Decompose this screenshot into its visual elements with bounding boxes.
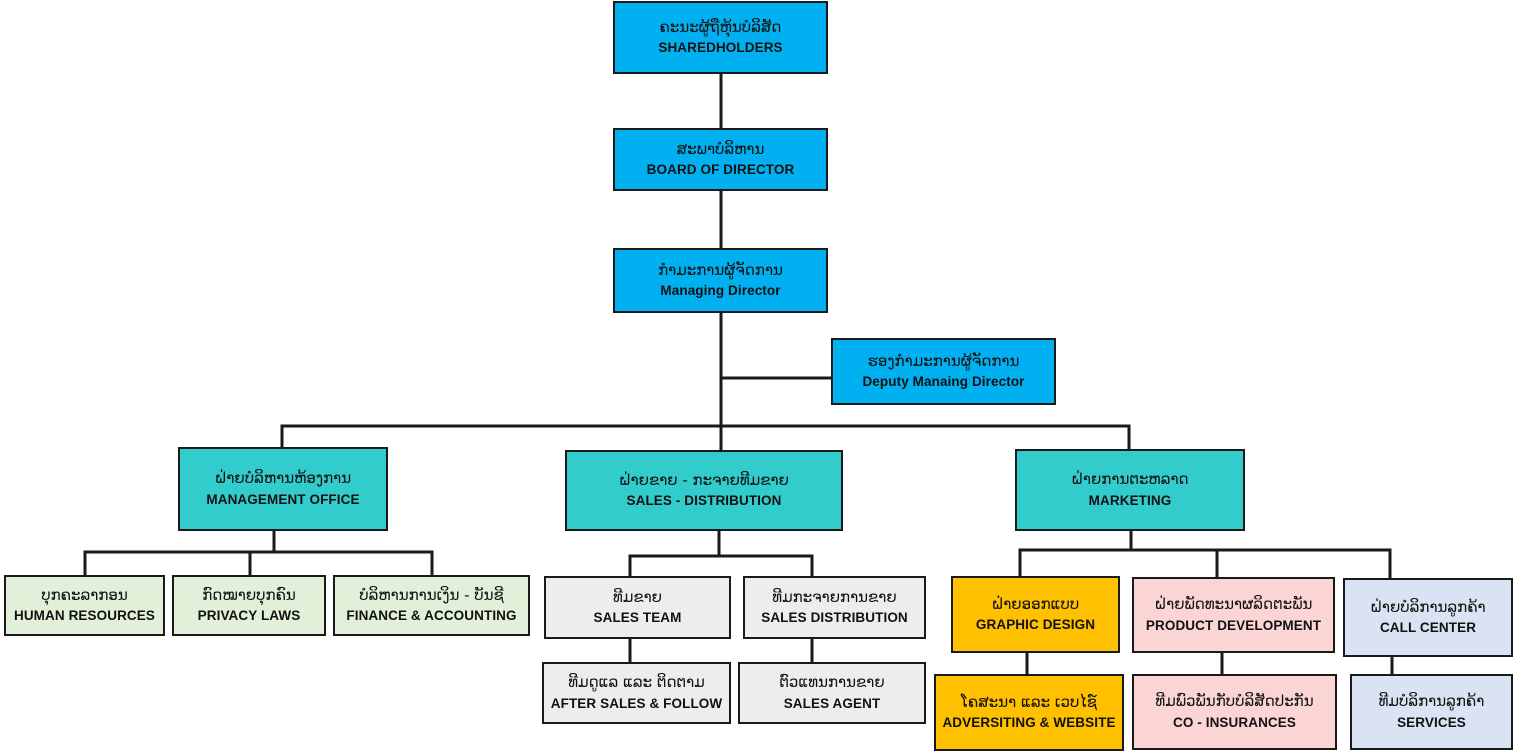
node-en-label: PRIVACY LAWS [197,608,301,624]
node-lao-label: ກຳມະການຜູ້ຈັດການ [658,260,783,279]
node-lao-label: ຝ່າຍຂາຍ - ກະຈາຍທີມຂາຍ [619,470,789,489]
node-lao-label: ໂຄສະນາ ແລະ ເວບໄຊ໌ [961,692,1097,711]
node-lao-label: ຝ່າຍບໍລິຫານຫ້ອງການ [214,469,352,488]
node-lao-label: ທີມດູແລ ແລະ ຕິດຕາມ [568,673,705,692]
node-co-insurances: ທີມພົວພັນກັບບໍລິສັດປະກັນ CO - INSURANCES [1132,674,1337,750]
node-human-resources: ບຸກຄະລາກອນ HUMAN RESOURCES [4,575,165,636]
node-en-label: MARKETING [1088,492,1172,508]
node-lao-label: ຮອງກຳມະການຜູ້ຈັດການ [867,351,1020,370]
node-en-label: AFTER SALES & FOLLOW [550,695,723,711]
node-lao-label: ກົດໝາຍບຸກຄົນ [202,585,296,604]
node-lao-label: ຝ່າຍພັດທະນາຜລິດຕະພັນ [1154,595,1313,614]
node-en-label: MANAGEMENT OFFICE [206,491,360,507]
node-sales-agent: ຕົວແທນການຂາຍ SALES AGENT [738,662,926,724]
node-managing-director: ກຳມະການຜູ້ຈັດການ Managing Director [613,248,828,313]
node-en-label: SALES - DISTRIBUTION [626,493,782,509]
node-en-label: SALES AGENT [783,695,881,711]
node-product-development: ຝ່າຍພັດທະນາຜລິດຕະພັນ PRODUCT DEVELOPMENT [1132,577,1335,653]
node-deputy-managing-director: ຮອງກຳມະການຜູ້ຈັດການ Deputy Manaing Direc… [831,338,1056,405]
node-marketing: ຝ່າຍການຕະຫລາດ MARKETING [1015,449,1245,531]
node-sales-distribution: ຝ່າຍຂາຍ - ກະຈາຍທີມຂາຍ SALES - DISTRIBUTI… [565,450,843,531]
node-en-label: HUMAN RESOURCES [13,608,155,624]
node-lao-label: ຕົວແທນການຂາຍ [779,673,885,692]
node-en-label: SALES DISTRIBUTION [761,610,908,626]
node-lao-label: ສະພາບໍລິຫານ [676,139,765,158]
node-en-label: SERVICES [1397,714,1466,730]
node-lao-label: ທີມກະຈາຍການຂາຍ [772,587,897,606]
node-board-of-director: ສະພາບໍລິຫານ BOARD OF DIRECTOR [613,128,828,191]
node-sales-team: ທີມຂາຍ SALES TEAM [544,576,731,639]
node-lao-label: ທີມຂາຍ [612,587,662,606]
node-management-office: ຝ່າຍບໍລິຫານຫ້ອງການ MANAGEMENT OFFICE [178,447,388,531]
node-en-label: CALL CENTER [1379,620,1477,636]
node-en-label: GRAPHIC DESIGN [975,617,1096,633]
node-lao-label: ຄະນະຜູ້ຖືຫຸ້ນບໍລິສັດ [659,17,782,36]
node-privacy-laws: ກົດໝາຍບຸກຄົນ PRIVACY LAWS [172,575,326,636]
node-after-sales-follow: ທີມດູແລ ແລະ ຕິດຕາມ AFTER SALES & FOLLOW [542,662,731,724]
node-en-label: ADVERSITING & WEBSITE [942,715,1116,731]
node-en-label: Managing Director [660,283,781,299]
node-en-label: SALES TEAM [593,610,682,626]
node-graphic-design: ຝ່າຍອອກແບບ GRAPHIC DESIGN [951,576,1120,653]
node-en-label: SHAREDHOLDERS [658,40,783,56]
node-lao-label: ຝ່າຍອອກແບບ [991,594,1080,613]
node-en-label: BOARD OF DIRECTOR [646,162,795,178]
node-lao-label: ບໍລິຫານການເງິນ - ບັນຊີ [359,585,504,604]
node-en-label: CO - INSURANCES [1172,714,1296,730]
node-shareholders: ຄະນະຜູ້ຖືຫຸ້ນບໍລິສັດ SHAREDHOLDERS [613,1,828,74]
node-lao-label: ຝ່າຍບໍລິການລູກຄ້າ [1370,597,1486,616]
node-lao-label: ຝ່າຍການຕະຫລາດ [1071,470,1189,489]
node-lao-label: ທີມບໍລິການລູກຄ້າ [1378,692,1485,711]
node-lao-label: ບຸກຄະລາກອນ [41,585,128,604]
node-call-center: ຝ່າຍບໍລິການລູກຄ້າ CALL CENTER [1343,578,1513,657]
node-advertising-website: ໂຄສະນາ ແລະ ເວບໄຊ໌ ADVERSITING & WEBSITE [934,674,1124,751]
node-en-label: FINANCE & ACCOUNTING [346,608,517,624]
node-lao-label: ທີມພົວພັນກັບບໍລິສັດປະກັນ [1155,692,1314,711]
node-services: ທີມບໍລິການລູກຄ້າ SERVICES [1350,674,1513,750]
node-sales-distribution-team: ທີມກະຈາຍການຂາຍ SALES DISTRIBUTION [743,576,926,639]
node-en-label: Deputy Manaing Director [862,374,1025,390]
node-finance-accounting: ບໍລິຫານການເງິນ - ບັນຊີ FINANCE & ACCOUNT… [333,575,530,636]
node-en-label: PRODUCT DEVELOPMENT [1145,617,1322,633]
